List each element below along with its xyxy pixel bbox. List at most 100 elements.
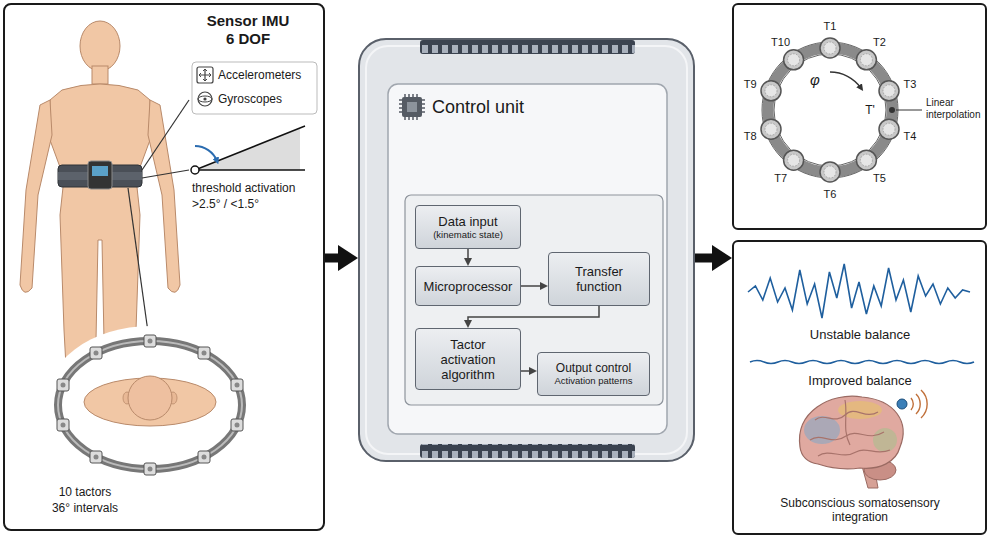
control-unit-body <box>405 195 663 405</box>
tactor-ring <box>883 123 895 135</box>
tactor-label: T1 <box>824 20 837 33</box>
box-title: Microprocessor <box>424 279 513 294</box>
imu-icons <box>200 70 210 80</box>
wave-label: Unstable balance <box>810 327 910 343</box>
tactor-ring <box>765 85 777 97</box>
control-unit-body <box>358 38 695 462</box>
connector-arrow <box>521 285 540 287</box>
balance-wave <box>748 264 970 318</box>
process-box: Output controlActivation patterns <box>537 352 650 396</box>
control-unit-body <box>388 84 667 434</box>
tactor-count-label: 10 tactors <box>30 484 140 500</box>
top-view-body <box>94 455 99 460</box>
tactor-ring <box>784 50 804 70</box>
chip-icon <box>399 94 425 120</box>
top-view-body <box>148 339 153 344</box>
tactor-ring <box>761 119 781 139</box>
tactor-label: T3 <box>903 78 916 91</box>
sensor-signal <box>916 394 920 414</box>
top-view-body <box>58 341 242 469</box>
top-view-body <box>61 339 240 472</box>
imu-icons <box>199 69 211 81</box>
top-view-body <box>144 463 156 475</box>
brain-illustration <box>815 411 878 420</box>
control-unit-body <box>420 40 635 54</box>
tactor-ring <box>896 110 922 111</box>
chip-icon <box>407 102 417 112</box>
tactor-ring <box>820 38 840 58</box>
process-box: Tactor activation algorithm <box>415 328 521 390</box>
tactor-label: T6 <box>824 188 837 201</box>
human-figure <box>92 66 108 84</box>
sensor-signal <box>921 390 927 418</box>
top-view-body <box>235 423 240 428</box>
human-figure <box>80 21 120 71</box>
tactor-ring <box>889 107 895 113</box>
top-view-body <box>235 383 240 388</box>
brain-illustration <box>845 400 850 445</box>
imu-icons <box>203 97 206 100</box>
sensor-title: Sensor IMU 6 DOF <box>205 12 291 48</box>
leader-line <box>128 188 148 332</box>
tactor-ring <box>879 81 899 101</box>
top-view-body <box>148 467 153 472</box>
box-title: Output control <box>556 361 631 375</box>
top-view-body <box>44 326 256 484</box>
brain-illustration <box>818 450 890 456</box>
balance-wave <box>748 264 974 364</box>
sensor-panel: Sensor IMU 6 DOFAccelerometersGyroscopes… <box>3 3 325 531</box>
tactor-label: T8 <box>744 130 757 143</box>
tactor-label: T5 <box>873 172 886 185</box>
tactor-ring <box>761 38 899 182</box>
tactor-ring-panel: T1T2T3T4T5T6T7T8T9T10φT'Linear interpola… <box>732 3 987 230</box>
top-view-body <box>144 335 156 347</box>
box-title: Data input <box>438 214 497 229</box>
tactor-ring <box>879 119 899 139</box>
sensor-belt <box>92 166 108 176</box>
top-view-body <box>61 423 66 428</box>
process-box: Transfer function <box>548 252 650 306</box>
wave-label: Improved balance <box>808 373 911 389</box>
control-unit-housing: Control unitData input(kinematic state)M… <box>358 38 695 462</box>
box-subtitle: Activation patterns <box>554 375 632 387</box>
tactor-ring <box>820 162 840 182</box>
brain-illustration <box>873 428 897 452</box>
tactor-ring <box>883 85 895 97</box>
tactor-ring <box>860 154 872 166</box>
top-view-body <box>90 347 102 359</box>
threshold-angle <box>191 166 199 174</box>
tactor-ring <box>774 54 886 166</box>
imu-icons <box>192 62 317 114</box>
tactor-label: T9 <box>744 78 757 91</box>
threshold-angle <box>195 169 305 171</box>
tactor-spacing-label: 36° intervals <box>30 500 140 516</box>
process-box: Microprocessor <box>415 266 521 306</box>
sensor-belt <box>88 161 112 189</box>
top-view-body <box>57 419 69 431</box>
box-title: Tactor activation algorithm <box>422 337 514 382</box>
tactor-label: T2 <box>873 36 886 49</box>
connector-arrow <box>521 370 529 372</box>
control-unit-body <box>366 46 687 454</box>
tactor-ring <box>856 50 876 70</box>
tactor-ring <box>784 150 804 170</box>
top-view-body <box>202 351 207 356</box>
imu-icons <box>192 62 317 114</box>
top-view-body <box>198 347 210 359</box>
threshold-label: threshold activation <box>192 180 295 196</box>
human-figure <box>20 100 52 292</box>
tactor-label: T7 <box>774 172 787 185</box>
brain-illustration <box>800 396 904 488</box>
brain-label: Subconscious somatosensory integration <box>760 496 960 524</box>
flow-arrow <box>695 254 712 263</box>
tactor-ring <box>765 42 895 178</box>
top-view-body <box>231 419 243 431</box>
imu-icons <box>198 92 212 106</box>
tactor-ring <box>765 123 777 135</box>
brain-illustration <box>810 400 890 456</box>
chip-icon <box>399 94 425 120</box>
tactor-ring <box>761 38 922 182</box>
sensor-signal <box>911 398 913 410</box>
tactor-ring <box>768 48 892 172</box>
threshold-angle <box>195 126 305 170</box>
